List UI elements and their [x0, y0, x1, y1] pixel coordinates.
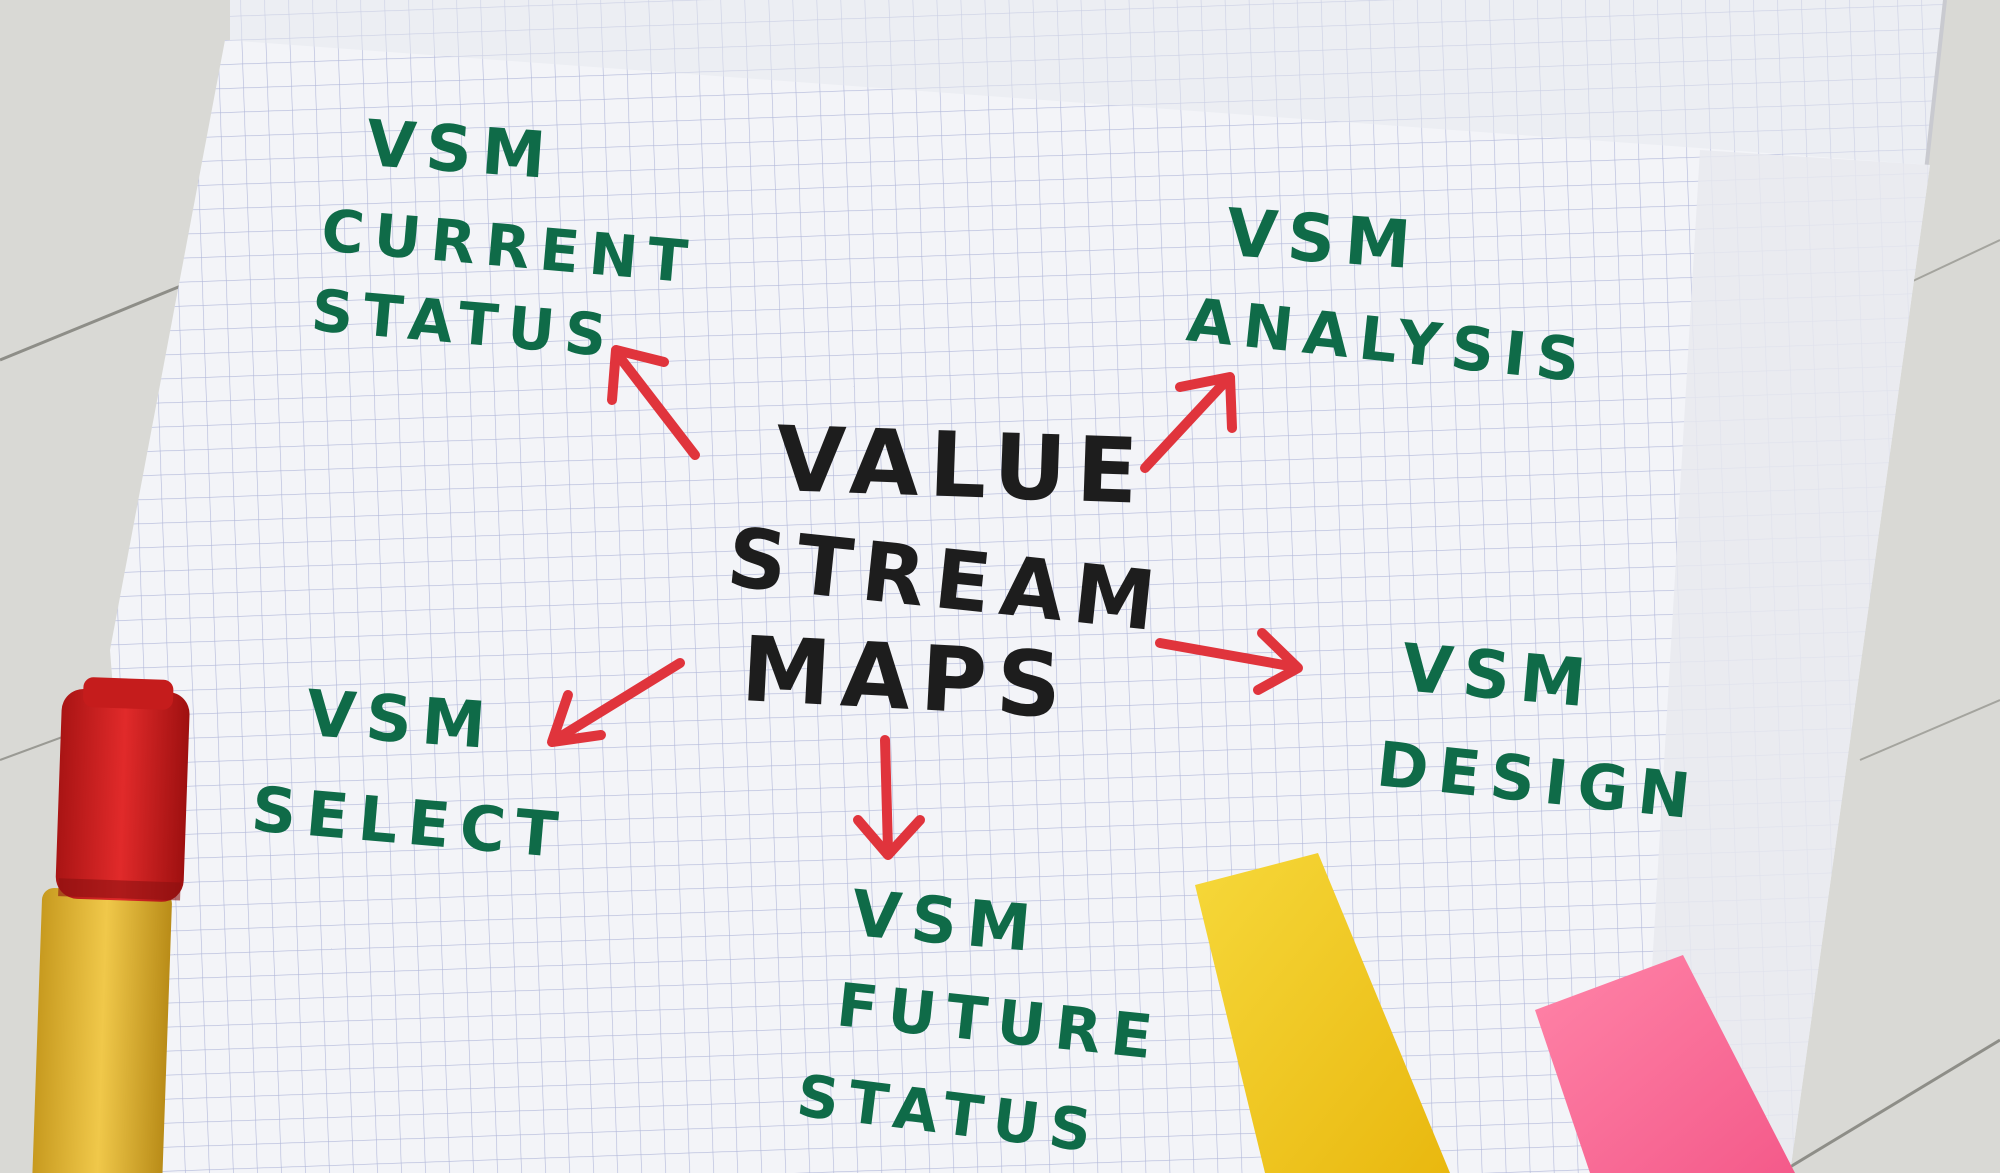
future-status-line1: VSM — [849, 877, 1044, 967]
grid-paper — [110, 40, 1930, 1173]
center-topic: VALUE STREAM MAPS — [723, 407, 1170, 739]
center-topic-line3: MAPS — [739, 617, 1074, 739]
mind-map-arrows — [547, 345, 1303, 860]
marker-icon — [32, 677, 190, 1173]
arrow-to-analysis — [1140, 372, 1237, 473]
analysis-line1: VSM — [1224, 194, 1423, 284]
arrow-to-current-status — [607, 345, 700, 460]
arrow-to-future-status — [853, 735, 925, 860]
select-line1: VSM — [304, 677, 498, 764]
current-status-line1: VSM — [364, 107, 558, 194]
center-topic-line1: VALUE — [774, 407, 1149, 525]
arrow-to-design — [1155, 628, 1303, 695]
design-line1: VSM — [1399, 629, 1599, 723]
sticky-note-icon — [1195, 853, 1795, 1173]
arrow-to-select — [547, 658, 685, 747]
